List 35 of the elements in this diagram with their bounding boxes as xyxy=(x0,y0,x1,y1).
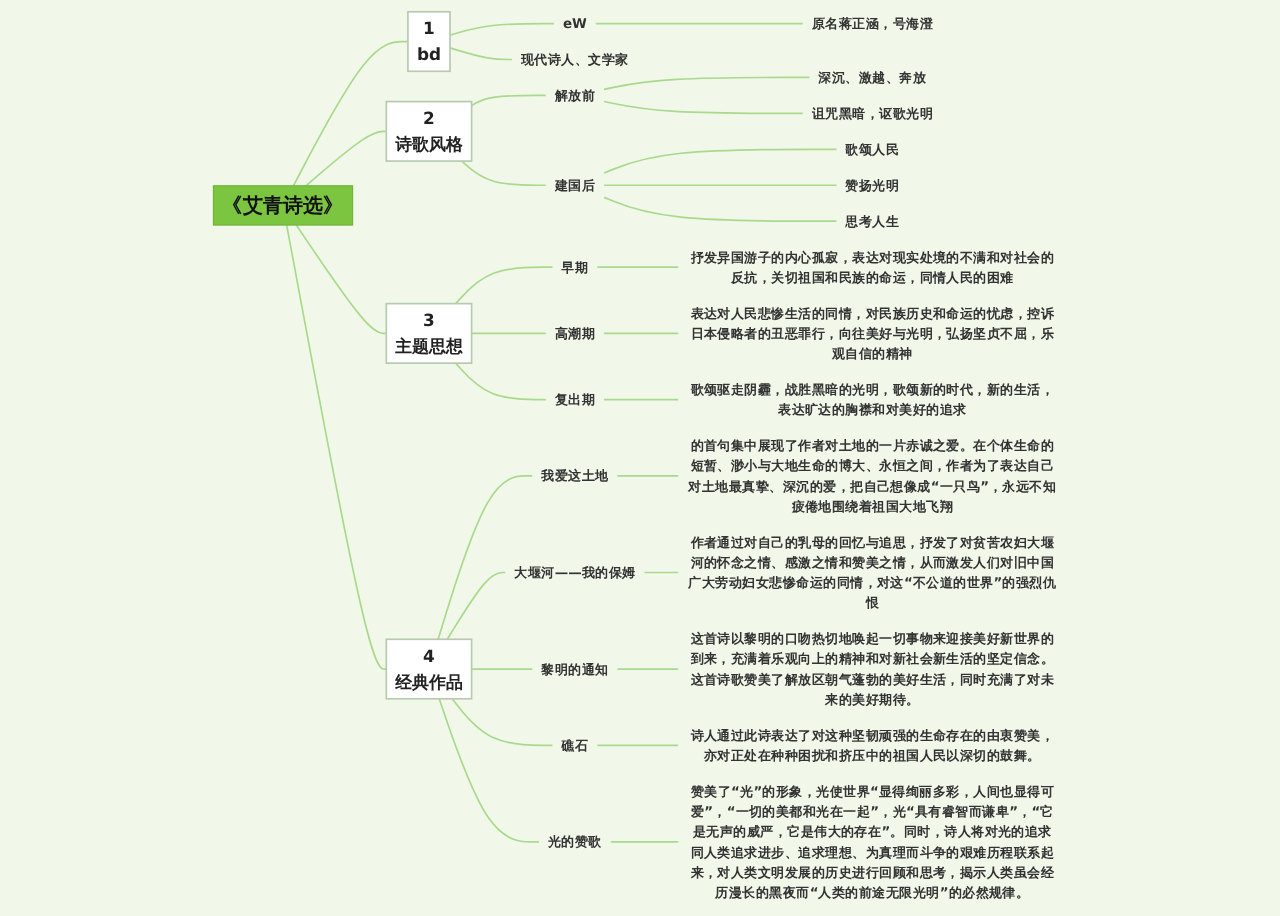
node-box: 3 主题思想 xyxy=(385,302,473,364)
connector xyxy=(595,22,804,25)
connector xyxy=(616,475,679,477)
connector xyxy=(437,475,534,641)
connector xyxy=(449,22,555,36)
connector xyxy=(470,94,547,107)
connector xyxy=(603,184,838,187)
node-box: 《艾青诗选》 xyxy=(212,185,354,226)
connector xyxy=(454,266,554,305)
connector xyxy=(616,668,679,670)
connector xyxy=(603,398,679,401)
connector xyxy=(454,362,547,401)
connector xyxy=(603,332,679,335)
connector xyxy=(609,841,679,843)
connector xyxy=(295,224,388,335)
connector xyxy=(603,196,838,222)
connector xyxy=(643,571,679,574)
node-box: 4 经典作品 xyxy=(385,638,473,700)
connector xyxy=(449,47,513,61)
connector xyxy=(305,130,388,187)
connector xyxy=(285,224,388,670)
connector xyxy=(446,571,507,641)
node-box: 2 诗歌风格 xyxy=(385,100,473,162)
connector xyxy=(460,160,547,187)
connector xyxy=(596,744,679,747)
connector xyxy=(603,100,804,115)
connector xyxy=(470,668,534,670)
connector xyxy=(438,697,540,843)
connector xyxy=(603,148,838,174)
connector xyxy=(470,332,547,335)
connector xyxy=(451,697,554,747)
node-box: 1 bd xyxy=(407,10,451,73)
connector xyxy=(603,76,811,91)
connector xyxy=(596,266,679,268)
connector xyxy=(292,40,409,187)
